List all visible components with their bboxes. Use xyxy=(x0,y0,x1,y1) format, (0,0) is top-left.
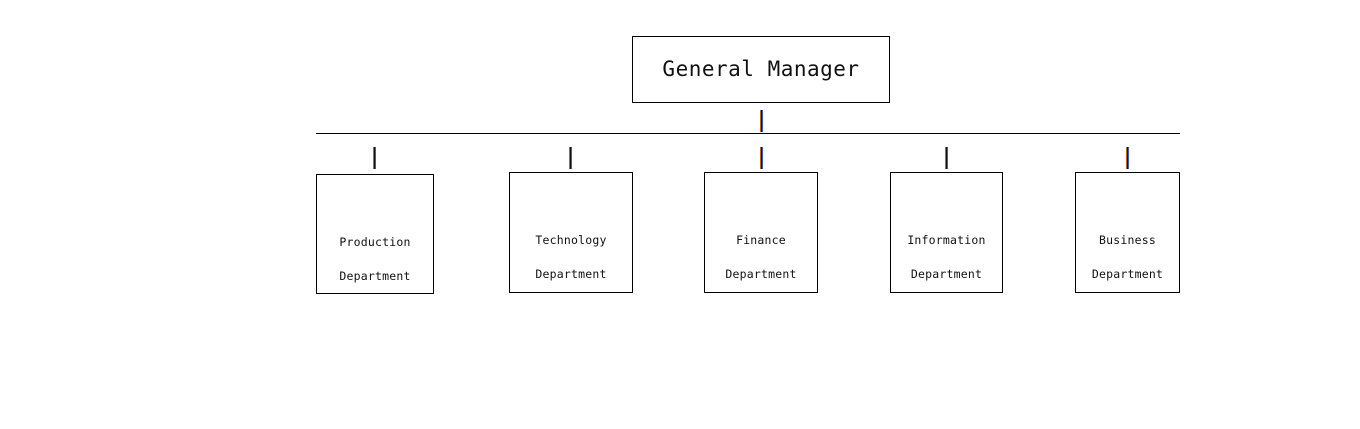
node-production-department-line2: Department xyxy=(339,269,411,283)
node-information-department-line1: Information xyxy=(907,233,986,247)
node-production-department[interactable]: Production Department xyxy=(316,174,434,294)
node-information-department[interactable]: Information Department xyxy=(890,172,1003,293)
connector-bus-to-technology xyxy=(569,147,572,169)
node-production-department-label: Production Department xyxy=(317,217,433,285)
connector-horizontal-bus xyxy=(316,133,1180,134)
connector-bus-to-business xyxy=(1126,147,1129,169)
node-technology-department[interactable]: Technology Department xyxy=(509,172,633,293)
connector-bus-to-finance xyxy=(760,147,763,169)
node-business-department-line1: Business xyxy=(1099,233,1156,247)
node-general-manager[interactable]: General Manager xyxy=(632,36,890,103)
node-finance-department-label: Finance Department xyxy=(705,215,817,283)
connector-bus-to-information xyxy=(945,147,948,169)
node-business-department-line2: Department xyxy=(1091,267,1164,281)
node-technology-department-line2: Department xyxy=(535,267,607,281)
node-production-department-line1: Production xyxy=(339,235,411,249)
connector-root-to-bus xyxy=(760,110,763,132)
node-information-department-label: Information Department xyxy=(891,215,1002,283)
node-finance-department-line1: Finance xyxy=(736,233,786,247)
node-technology-department-label: Technology Department xyxy=(510,215,632,283)
node-general-manager-label: General Manager xyxy=(662,56,860,81)
node-finance-department[interactable]: Finance Department xyxy=(704,172,818,293)
node-technology-department-line1: Technology xyxy=(535,233,607,247)
node-business-department[interactable]: Business Department xyxy=(1075,172,1180,293)
node-business-department-label: Business Department xyxy=(1076,215,1179,283)
connector-bus-to-production xyxy=(373,147,376,169)
node-information-department-line2: Department xyxy=(910,267,983,281)
node-finance-department-line2: Department xyxy=(725,267,797,281)
